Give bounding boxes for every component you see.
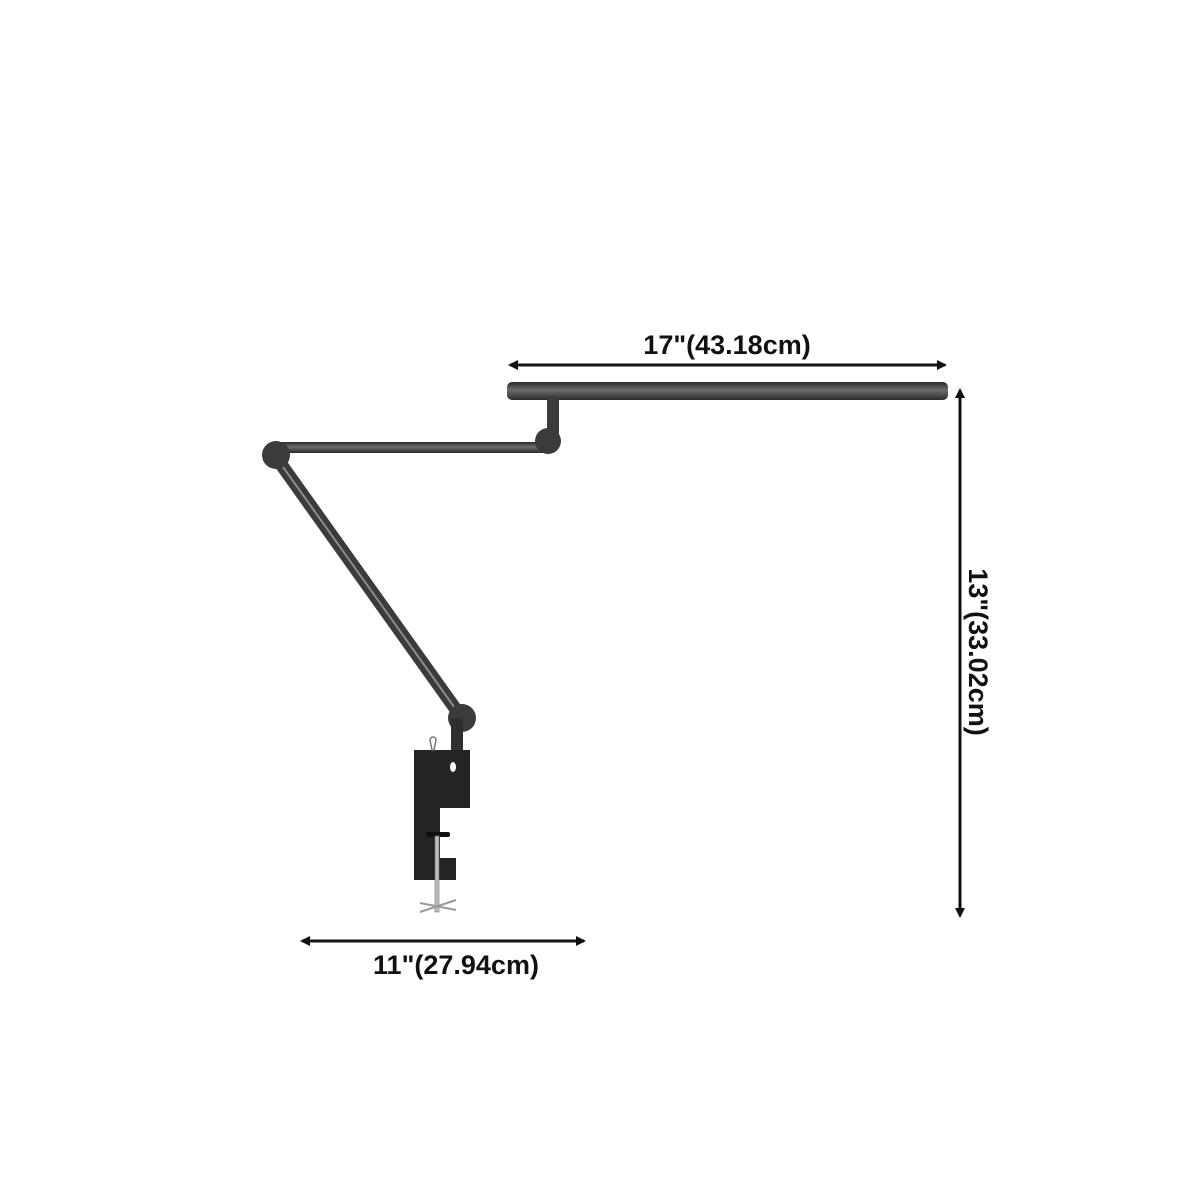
screw-pad bbox=[426, 832, 450, 837]
arm-highlight bbox=[277, 459, 463, 719]
joint-elbow bbox=[262, 441, 290, 469]
height-label: 13"(33.02cm) bbox=[963, 568, 993, 735]
joint-top bbox=[535, 428, 561, 454]
bottom-width-label: 11"(27.94cm) bbox=[373, 950, 539, 980]
screw-handle bbox=[419, 899, 457, 913]
clamp-knob bbox=[429, 736, 437, 751]
base-post bbox=[451, 718, 463, 754]
desk-lamp bbox=[262, 382, 948, 913]
desk-clamp bbox=[414, 750, 470, 880]
screw-rod bbox=[434, 835, 440, 913]
upper-arm bbox=[275, 442, 550, 453]
clamp-hole bbox=[450, 762, 456, 772]
top-width-label: 17"(43.18cm) bbox=[643, 330, 810, 360]
lamp-head-bar bbox=[507, 382, 948, 400]
